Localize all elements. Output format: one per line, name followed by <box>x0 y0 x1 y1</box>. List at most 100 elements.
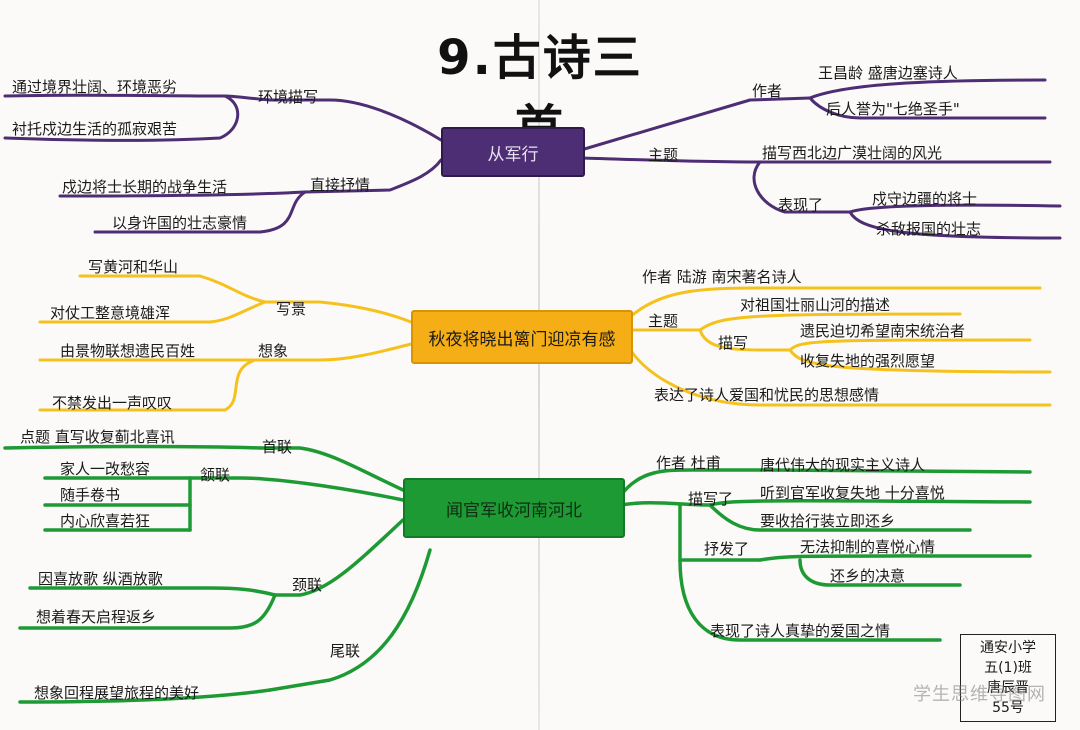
purple-line-direct1 <box>58 190 307 198</box>
node-scene: 写景 <box>276 300 307 318</box>
node-yellow-desc: 描写 <box>718 334 749 352</box>
node-first-couplet-detail: 点题 直写收复蓟北喜讯 <box>20 428 175 446</box>
node-purple-author-detail-2: 后人誉为"七绝圣手" <box>826 100 960 118</box>
purple-line-author1 <box>808 78 1047 100</box>
yellow-line-imagine2 <box>38 358 257 412</box>
node-green-express-detail-2: 还乡的决意 <box>830 567 906 585</box>
stamp-school: 通安小学 <box>980 640 1036 656</box>
node-purple-show-detail-1: 戍守边疆的将士 <box>872 190 978 208</box>
purple-line-env2 <box>3 94 240 142</box>
yellow-line-desc2 <box>788 348 1052 374</box>
purple-line-author-to-center <box>579 98 752 152</box>
node-third-couplet-detail-2: 想着春天启程返乡 <box>36 608 157 626</box>
purple-line-env1 <box>3 93 227 98</box>
green-line-second-to-center <box>188 476 405 502</box>
green-line-author1 <box>768 468 1032 474</box>
center-node-qiuye: 秋夜将晓出篱门迎凉有感 <box>411 310 633 364</box>
center-node-congjunxing: 从军行 <box>441 127 585 177</box>
site-watermark: 学生思维导图网 <box>913 684 1046 705</box>
node-first-couplet: 首联 <box>262 438 293 456</box>
node-second-couplet-detail-1: 家人一改愁容 <box>60 460 151 478</box>
green-line-third-to-center <box>273 518 405 597</box>
node-last-couplet: 尾联 <box>330 642 361 660</box>
stamp-class: 五(1)班 <box>984 660 1032 676</box>
yellow-line-scene2 <box>38 300 267 324</box>
yellow-line-desc-to-theme <box>698 328 792 352</box>
purple-line-env-to-center <box>268 98 443 142</box>
yellow-line-desc1 <box>788 338 1032 352</box>
node-green-author: 作者 杜甫 <box>656 454 721 472</box>
yellow-line-imagine-to-center <box>253 342 413 362</box>
green-line-express2 <box>798 558 962 587</box>
node-yellow-desc-detail-2: 收复失地的强烈愿望 <box>800 352 936 370</box>
node-yellow-desc-detail-1: 遗民迫切希望南宋统治者 <box>800 322 966 340</box>
yellow-line-express <box>627 346 1052 407</box>
node-scene-detail-2: 对仗工整意境雄浑 <box>50 304 171 322</box>
node-second-couplet-detail-2: 随手卷书 <box>60 486 121 504</box>
green-line-first1 <box>3 444 262 450</box>
yellow-line-scene-to-center <box>263 300 413 324</box>
node-imagine-detail-1: 由景物联想遗民百姓 <box>60 342 196 360</box>
node-direct-detail-1: 戍边将士长期的战争生活 <box>62 178 228 196</box>
node-purple-author: 作者 <box>752 82 783 100</box>
green-line-author-to-center <box>619 468 772 497</box>
node-third-couplet: 颈联 <box>292 576 323 594</box>
node-green-show: 表现了诗人真挚的爱国之情 <box>710 622 891 640</box>
node-direct-lyric: 直接抒情 <box>310 176 371 194</box>
yellow-line-author <box>627 286 1042 320</box>
node-third-couplet-detail-1: 因喜放歌 纵酒放歌 <box>38 570 163 588</box>
green-line-desc1 <box>708 499 1032 507</box>
node-env-detail-2: 衬托戍边生活的孤寂艰苦 <box>12 120 178 138</box>
node-direct-detail-2: 以身许国的壮志豪情 <box>112 214 248 232</box>
stamp-student-name: 唐辰晋 <box>987 680 1029 696</box>
node-yellow-theme-detail: 对祖国壮丽山河的描述 <box>740 296 891 314</box>
purple-line-show-to-theme <box>752 160 852 214</box>
node-purple-theme-detail: 描写西北边广漠壮阔的风光 <box>762 144 943 162</box>
green-line-express1 <box>758 554 1032 562</box>
node-green-desc-detail-2: 要收拾行装立即还乡 <box>760 512 896 530</box>
node-green-express-detail-1: 无法抑制的喜悦心情 <box>800 538 936 556</box>
node-purple-show: 表现了 <box>778 196 824 214</box>
node-second-couplet: 颔联 <box>200 466 231 484</box>
node-purple-author-detail-1: 王昌龄 盛唐边塞诗人 <box>818 64 958 82</box>
purple-line-show1 <box>848 203 1062 214</box>
green-line-desc2 <box>708 503 972 532</box>
yellow-line-theme1 <box>698 312 962 332</box>
paper-fold-line <box>538 0 540 730</box>
node-yellow-author: 作者 陆游 南宋著名诗人 <box>642 268 802 286</box>
node-env-detail-1: 通过境界壮阔、环境恶劣 <box>12 78 178 96</box>
purple-line-theme <box>579 156 1052 164</box>
node-purple-show-detail-2: 杀敌报国的壮志 <box>876 220 982 238</box>
node-imagine-detail-2: 不禁发出一声叹叹 <box>52 394 173 412</box>
green-line-last1 <box>18 688 272 704</box>
node-yellow-theme: 主题 <box>648 312 679 330</box>
stamp-student-number: 55号 <box>992 700 1024 716</box>
purple-line-direct-to-center <box>303 158 443 194</box>
node-env-description: 环境描写 <box>258 88 319 106</box>
node-purple-theme: 主题 <box>648 146 679 164</box>
center-node-wenguanjun: 闻官军收河南河北 <box>403 478 625 538</box>
node-second-couplet-detail-3: 内心欣喜若狂 <box>60 512 151 530</box>
green-line-last-to-center <box>268 548 432 692</box>
node-green-author-detail: 唐代伟大的现实主义诗人 <box>760 456 926 474</box>
green-line-third1 <box>28 586 277 597</box>
node-imagine: 想象 <box>258 342 289 360</box>
purple-line-author2 <box>808 96 1047 120</box>
purple-line-author <box>748 96 812 102</box>
node-yellow-express: 表达了诗人爱国和忧民的思想感情 <box>654 386 880 404</box>
yellow-line-scene1 <box>78 274 267 304</box>
node-green-express: 抒发了 <box>704 540 750 558</box>
purple-line-direct2 <box>93 190 307 234</box>
node-green-desc: 描写了 <box>688 490 734 508</box>
purple-line-show2 <box>848 210 1062 240</box>
green-line-desc-to-center <box>619 501 712 507</box>
node-green-desc-detail-1: 听到官军收复失地 十分喜悦 <box>760 484 945 502</box>
node-scene-detail-1: 写黄河和华山 <box>88 258 179 276</box>
green-line-first-to-center <box>258 446 405 492</box>
node-last-couplet-detail: 想象回程展望旅程的美好 <box>34 684 200 702</box>
student-info-stamp: 通安小学 五(1)班 唐辰晋 55号 <box>960 634 1056 722</box>
green-line-third2 <box>18 593 277 630</box>
green-line-show <box>678 558 942 642</box>
